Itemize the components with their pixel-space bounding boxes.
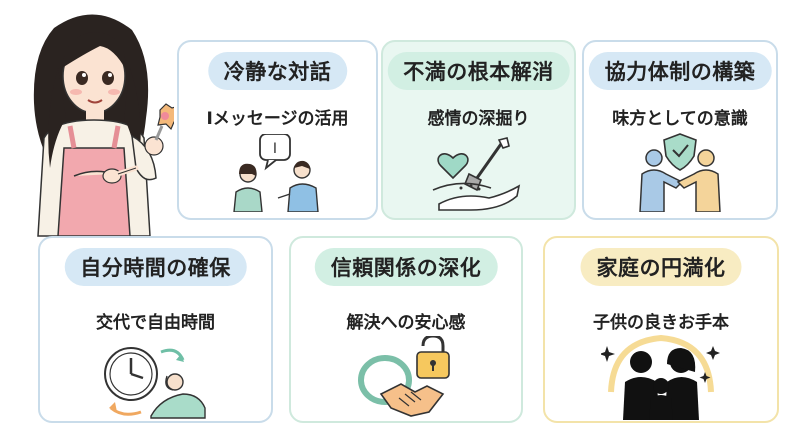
card-personal-time: 自分時間の確保 交代で自由時間 xyxy=(38,236,273,423)
card-root-resolution: 不満の根本解消 感情の深掘り xyxy=(381,40,576,220)
card-title: 家庭の円満化 xyxy=(580,248,742,286)
family-icon xyxy=(601,332,721,420)
card-title: 信頼関係の深化 xyxy=(314,248,498,286)
card-subtitle: 感情の深掘り xyxy=(427,109,530,129)
card-subtitle: 子供の良きお手本 xyxy=(593,313,729,333)
card-subtitle: Iメッセージの活用 xyxy=(206,109,349,129)
card-title: 協力体制の構築 xyxy=(588,52,772,90)
card-family-harmony: 家庭の円満化 子供の良きお手本 xyxy=(543,236,779,423)
conversation-icon: I xyxy=(230,134,326,212)
character-illustration xyxy=(14,8,174,238)
bubble-text: I xyxy=(272,141,276,157)
handshake-lock-icon xyxy=(351,336,461,420)
card-calm-dialogue: 冷静な対話 Iメッセージの活用 I xyxy=(177,40,378,220)
card-cooperation: 協力体制の構築 味方としての意識 xyxy=(582,40,778,220)
teamwork-shield-icon xyxy=(632,130,728,212)
card-title: 不満の根本解消 xyxy=(387,52,570,90)
card-subtitle: 味方としての意識 xyxy=(612,109,748,129)
card-title: 自分時間の確保 xyxy=(64,248,247,286)
heart-shovel-icon xyxy=(431,134,527,212)
card-subtitle: 解決への安心感 xyxy=(346,313,466,333)
clock-relax-icon xyxy=(101,336,211,420)
card-title: 冷静な対話 xyxy=(207,52,348,90)
card-trust: 信頼関係の深化 解決への安心感 xyxy=(289,236,523,423)
card-subtitle: 交代で自由時間 xyxy=(96,313,215,333)
